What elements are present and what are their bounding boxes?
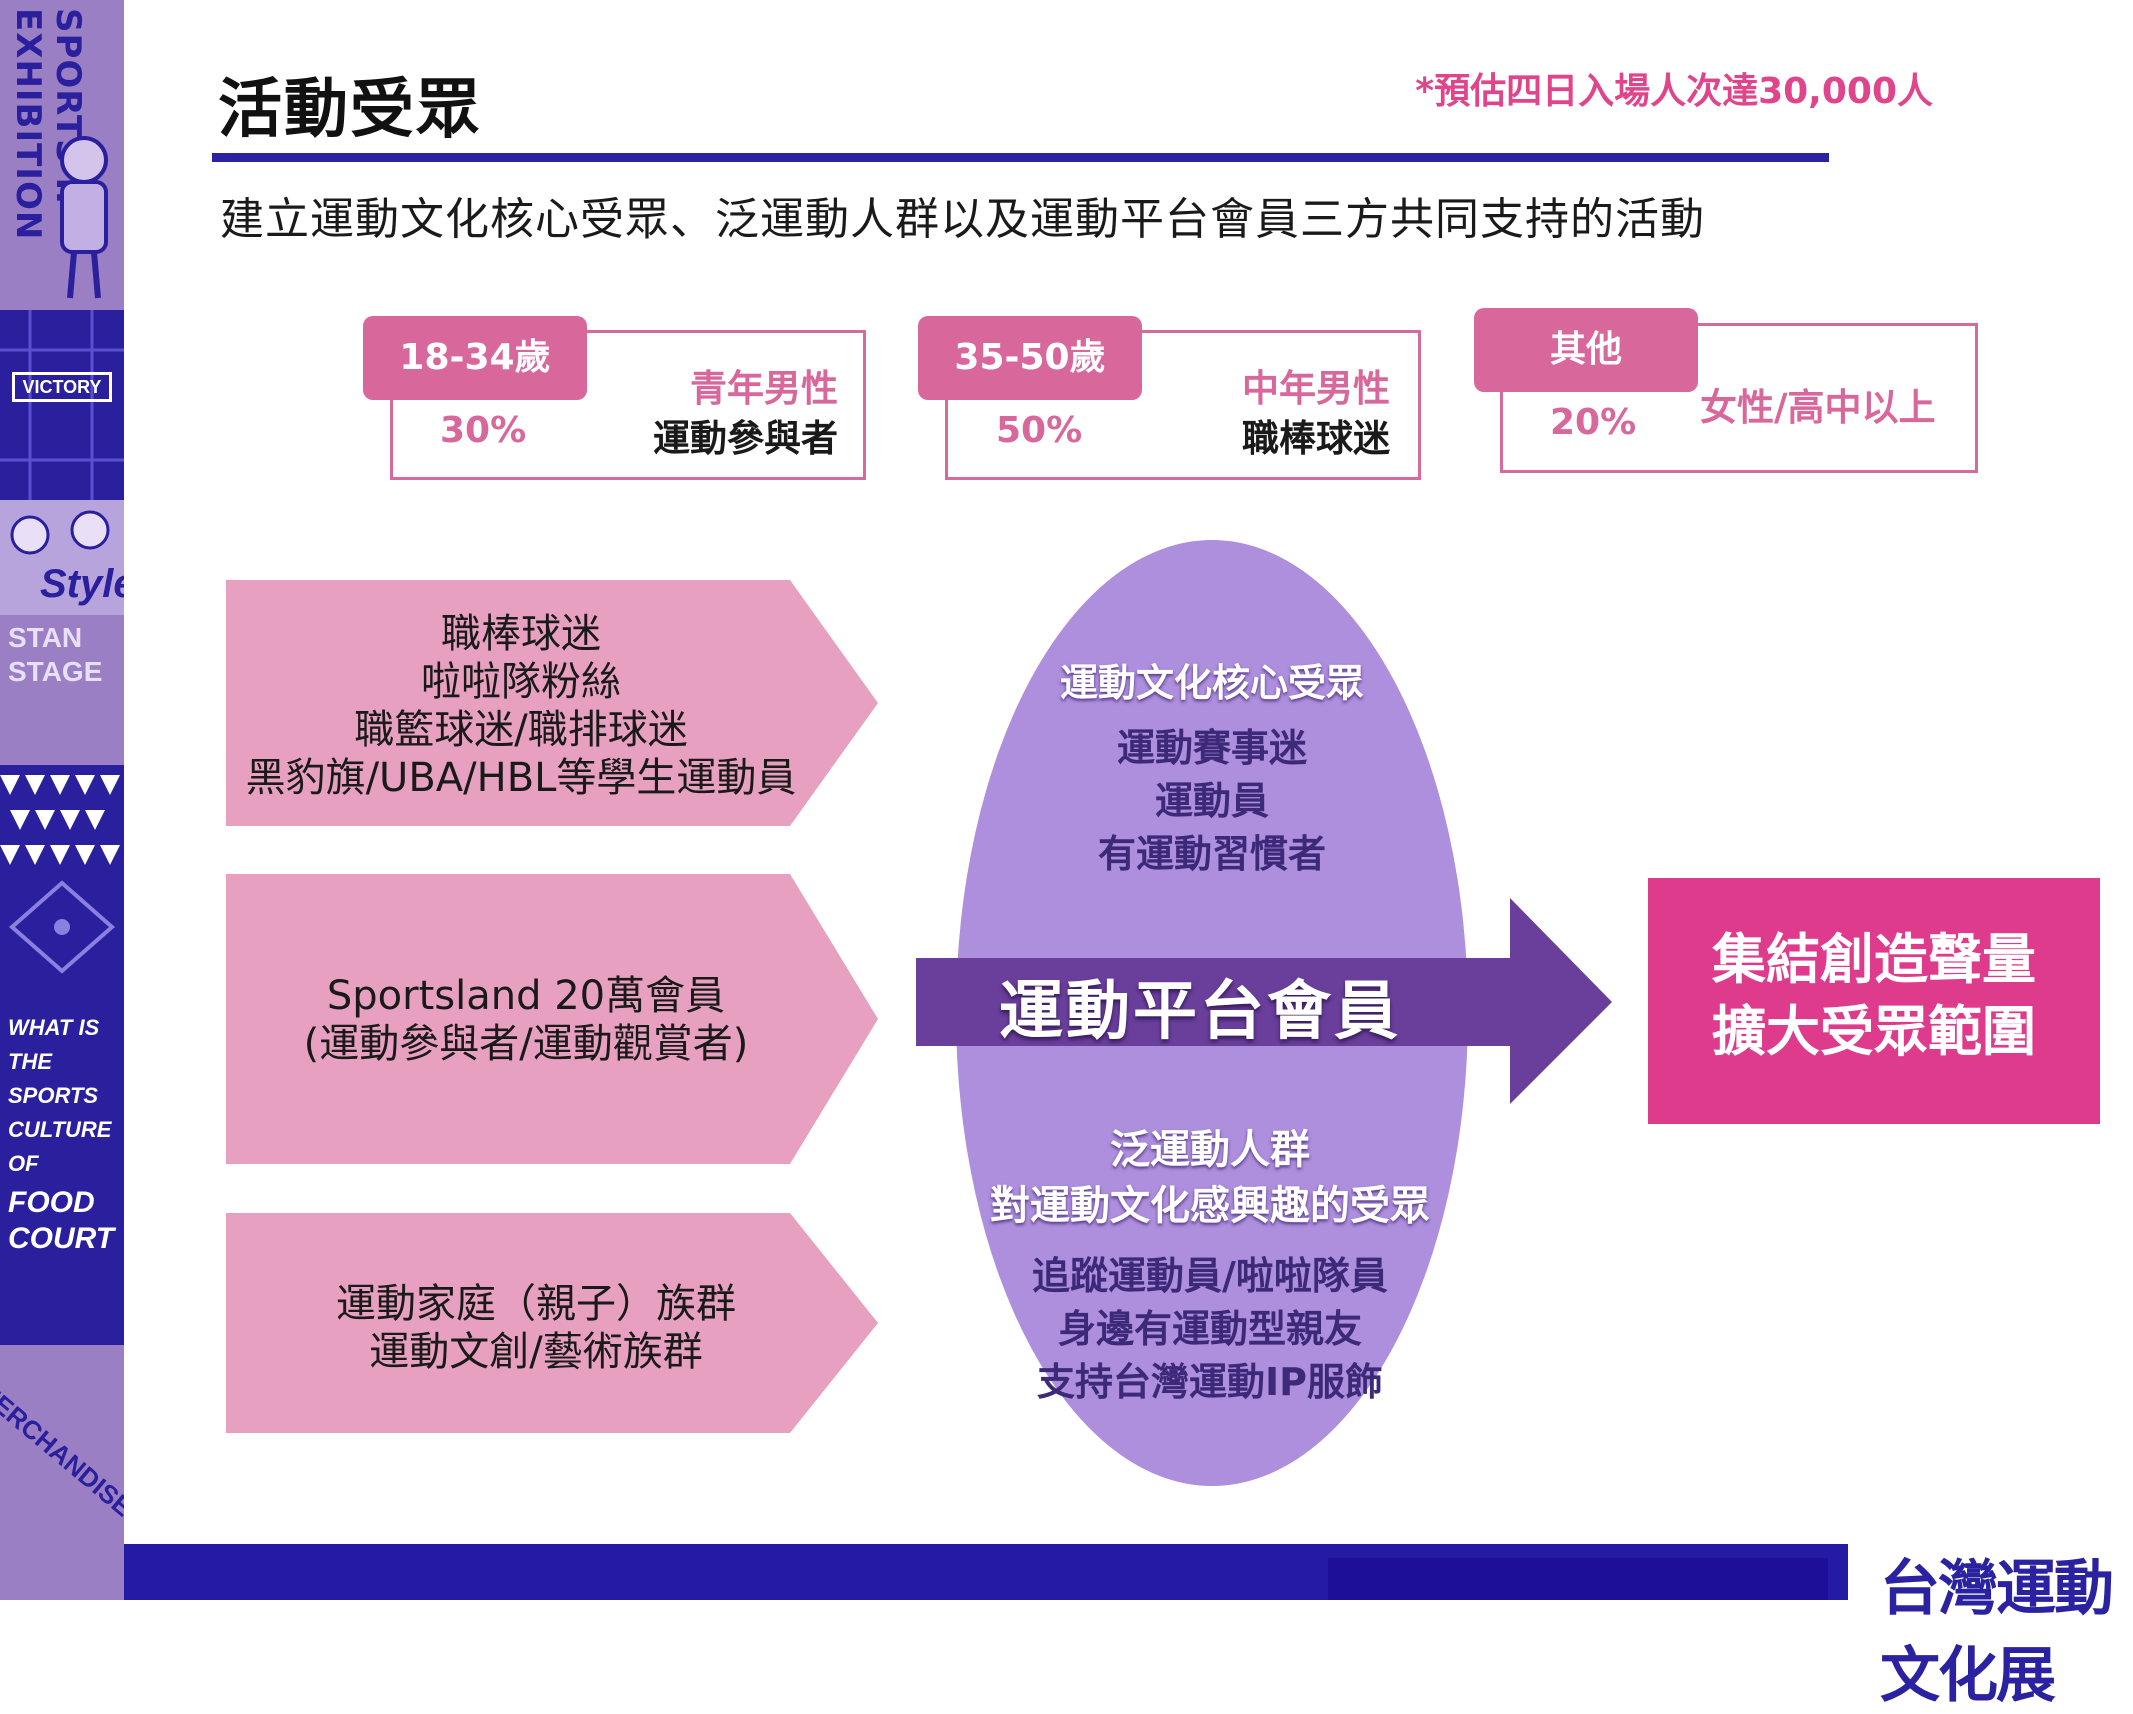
core-audience-item: 運動員 xyxy=(1154,779,1269,823)
strip-sports-ip-text: SPORTS IP EXHIBITION xyxy=(8,8,88,241)
triangle-pattern-icon xyxy=(0,775,120,865)
baseball-diamond-icon xyxy=(8,880,116,974)
decorative-side-strip: SPORTS IP EXHIBITION VICTORY Style STAN … xyxy=(0,0,124,1600)
chevron-line: 職籃球迷/職排球迷 xyxy=(354,707,688,753)
card-group-detail: 運動參與者 xyxy=(653,417,838,460)
footer-accent-block xyxy=(1328,1558,1828,1600)
chevron-line: 運動家庭（親子）族群 xyxy=(336,1281,736,1327)
strip-segment-sports-culture: WHAT IS THE SPORTS CULTURE OF TAIWAN? xyxy=(0,975,124,1175)
general-audience-item: 身邊有運動型親友 xyxy=(1057,1307,1362,1351)
card-group-label: 青年男性 xyxy=(690,367,838,410)
general-audience-heading: 泛運動人群 對運動文化感興趣的受眾 xyxy=(960,1122,1460,1234)
chevron-line: 啦啦隊粉絲 xyxy=(421,659,621,705)
card-frame xyxy=(1500,323,1978,473)
strip-sports-culture-text: WHAT IS THE SPORTS CULTURE OF TAIWAN? xyxy=(8,1015,112,1175)
strip-segment-food-court: FOOD COURT xyxy=(0,1175,124,1345)
strip-stan-stage-text: STAN STAGE xyxy=(8,622,103,687)
strip-segment-style: Style xyxy=(0,500,124,615)
strip-food-court-text: FOOD COURT xyxy=(8,1186,115,1255)
card-group-label: 中年男性 xyxy=(1242,367,1390,410)
strip-style-text: Style xyxy=(40,562,124,606)
general-audience-heading-2: 對運動文化感興趣的受眾 xyxy=(990,1183,1430,1229)
card-percent: 50% xyxy=(996,410,1083,451)
general-audience-list: 追蹤運動員/啦啦隊員 身邊有運動型親友 支持台灣運動IP服飾 xyxy=(980,1250,1440,1409)
result-line-2: 擴大受眾範圍 xyxy=(1712,1000,2036,1063)
result-line-1: 集結創造聲量 xyxy=(1712,928,2036,991)
page-subtitle: 建立運動文化核心受眾、泛運動人群以及運動平台會員三方共同支持的活動 xyxy=(220,194,1705,245)
strip-segment-merchandise: MERCHANDISE xyxy=(0,1345,124,1600)
chevron-line: 黑豹旗/UBA/HBL等學生運動員 xyxy=(245,755,797,801)
card-age-tab: 18-34歲 xyxy=(363,316,587,400)
chevron-text-1: 職棒球迷 啦啦隊粉絲 職籃球迷/職排球迷 黑豹旗/UBA/HBL等學生運動員 xyxy=(226,610,816,802)
attendance-estimate-note: *預估四日入場人次達30,000人 xyxy=(1415,71,1933,112)
card-percent: 20% xyxy=(1550,402,1637,443)
general-audience-heading-1: 泛運動人群 xyxy=(1110,1127,1310,1173)
strip-segment-pattern xyxy=(0,765,124,875)
core-audience-item: 運動賽事迷 xyxy=(1116,726,1307,770)
brand-logo-text: 台灣運動文化展 xyxy=(1880,1554,2114,1711)
card-age-tab: 35-50歲 xyxy=(918,316,1142,400)
platform-member-label: 運動平台會員 xyxy=(999,975,1401,1049)
chevron-text-3: 運動家庭（親子）族群 運動文創/藝術族群 xyxy=(226,1280,846,1376)
mascot-group-icon xyxy=(10,510,110,555)
chevron-line: 運動文創/藝術族群 xyxy=(369,1329,703,1375)
card-frame xyxy=(390,330,866,480)
general-audience-item: 追蹤運動員/啦啦隊員 xyxy=(1032,1254,1388,1298)
strip-segment-victory: VICTORY xyxy=(0,310,124,500)
chevron-line: (運動參與者/運動觀賞者) xyxy=(303,1021,749,1067)
page-title: 活動受眾 xyxy=(218,73,482,147)
strip-segment-sports-ip: SPORTS IP EXHIBITION xyxy=(0,0,124,310)
mascot-figure-icon xyxy=(60,136,108,299)
strip-victory-label: VICTORY xyxy=(12,372,112,402)
general-audience-item: 支持台灣運動IP服飾 xyxy=(1037,1360,1383,1404)
card-group-detail: 職棒球迷 xyxy=(1242,417,1390,460)
strip-merchandise-text: MERCHANDISE xyxy=(0,1375,124,1523)
court-lines-icon xyxy=(0,310,124,500)
title-underline xyxy=(212,153,1829,162)
core-audience-list: 運動賽事迷 運動員 有運動習慣者 xyxy=(1000,722,1424,881)
strip-segment-stan-stage: STAN STAGE xyxy=(0,615,124,765)
card-age-tab: 其他 xyxy=(1474,308,1698,392)
card-percent: 30% xyxy=(440,410,527,451)
chevron-text-2: Sportsland 20萬會員 (運動參與者/運動觀賞者) xyxy=(226,972,826,1068)
result-box: 集結創造聲量 擴大受眾範圍 xyxy=(1648,878,2100,1124)
chevron-line: 職棒球迷 xyxy=(441,611,601,657)
chevron-line: Sportsland 20萬會員 xyxy=(326,973,726,1019)
strip-segment-baseball-field xyxy=(0,875,124,975)
card-group-label: 女性/高中以上 xyxy=(1700,386,1936,429)
core-audience-heading: 運動文化核心受眾 xyxy=(1059,661,1364,705)
core-audience-item: 有運動習慣者 xyxy=(1097,832,1326,876)
